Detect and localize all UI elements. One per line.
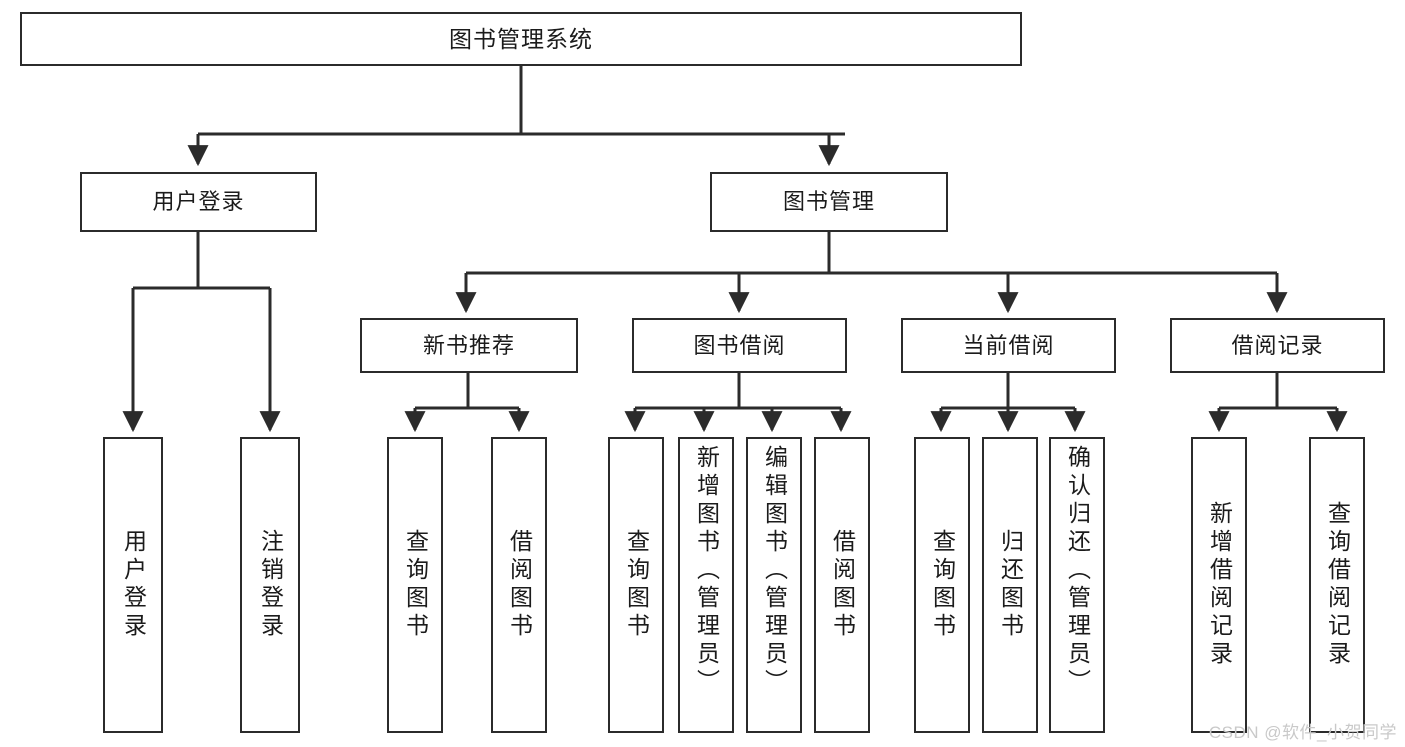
node-user-login[interactable]: 用户登录 bbox=[80, 172, 317, 232]
node-leaf-borrow-book-1[interactable]: 借阅图书 bbox=[491, 437, 547, 733]
node-leaf-borrow-book-2[interactable]: 借阅图书 bbox=[814, 437, 870, 733]
node-leaf-add-book-label: 新增图书（管理员） bbox=[693, 445, 720, 697]
node-book-borrow-label: 图书借阅 bbox=[693, 332, 786, 358]
node-leaf-borrow-book-1-label: 借阅图书 bbox=[506, 529, 533, 641]
node-current-borrow[interactable]: 当前借阅 bbox=[901, 318, 1116, 373]
node-leaf-return-book-label: 归还图书 bbox=[997, 529, 1024, 641]
node-new-book-recommend-label: 新书推荐 bbox=[422, 332, 515, 358]
node-leaf-confirm-return-label: 确认归还（管理员） bbox=[1064, 445, 1091, 697]
node-leaf-return-book[interactable]: 归还图书 bbox=[982, 437, 1038, 733]
node-root[interactable]: 图书管理系统 bbox=[20, 12, 1022, 66]
node-leaf-query-book-1[interactable]: 查询图书 bbox=[387, 437, 443, 733]
node-leaf-user-login-label: 用户登录 bbox=[120, 529, 147, 641]
node-leaf-add-book[interactable]: 新增图书（管理员） bbox=[678, 437, 734, 733]
node-book-management-label: 图书管理 bbox=[782, 189, 875, 215]
node-book-borrow[interactable]: 图书借阅 bbox=[632, 318, 847, 373]
node-leaf-edit-book[interactable]: 编辑图书（管理员） bbox=[746, 437, 802, 733]
watermark: CSDN @软件_小贺同学 bbox=[1208, 723, 1397, 742]
node-leaf-logout[interactable]: 注销登录 bbox=[240, 437, 300, 733]
node-user-login-label: 用户登录 bbox=[152, 189, 245, 215]
node-leaf-user-login[interactable]: 用户登录 bbox=[103, 437, 163, 733]
node-borrow-record[interactable]: 借阅记录 bbox=[1170, 318, 1385, 373]
node-new-book-recommend[interactable]: 新书推荐 bbox=[360, 318, 578, 373]
node-leaf-add-record[interactable]: 新增借阅记录 bbox=[1191, 437, 1247, 733]
node-book-management[interactable]: 图书管理 bbox=[710, 172, 948, 232]
node-leaf-edit-book-label: 编辑图书（管理员） bbox=[761, 445, 788, 697]
node-leaf-confirm-return[interactable]: 确认归还（管理员） bbox=[1049, 437, 1105, 733]
node-leaf-query-book-1-label: 查询图书 bbox=[402, 529, 429, 641]
node-borrow-record-label: 借阅记录 bbox=[1231, 332, 1324, 358]
node-leaf-query-book-2-label: 查询图书 bbox=[623, 529, 650, 641]
node-leaf-logout-label: 注销登录 bbox=[257, 529, 284, 641]
node-leaf-borrow-book-2-label: 借阅图书 bbox=[829, 529, 856, 641]
node-leaf-query-record-label: 查询借阅记录 bbox=[1324, 501, 1351, 669]
node-leaf-query-book-3[interactable]: 查询图书 bbox=[914, 437, 970, 733]
node-current-borrow-label: 当前借阅 bbox=[962, 332, 1055, 358]
node-leaf-query-book-2[interactable]: 查询图书 bbox=[608, 437, 664, 733]
node-leaf-query-record[interactable]: 查询借阅记录 bbox=[1309, 437, 1365, 733]
node-root-label: 图书管理系统 bbox=[449, 25, 593, 52]
node-leaf-query-book-3-label: 查询图书 bbox=[929, 529, 956, 641]
node-leaf-add-record-label: 新增借阅记录 bbox=[1206, 501, 1233, 669]
